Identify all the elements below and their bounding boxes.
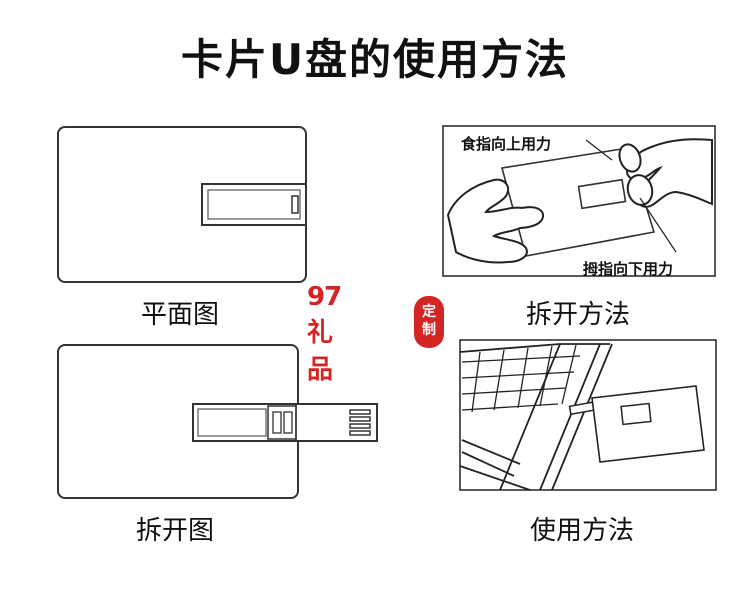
right-hand	[626, 138, 713, 208]
seal-char-1: 定	[422, 304, 436, 320]
card-outline-unfolded	[57, 344, 299, 499]
laptop-drawing	[459, 343, 613, 491]
usb-connector-extended	[192, 403, 378, 442]
usb-contacts	[349, 409, 371, 436]
plugged-card	[591, 385, 705, 463]
plan-view-caption: 平面图	[140, 300, 219, 330]
brand-logo-text: 97礼品	[307, 282, 342, 385]
left-hand	[446, 178, 531, 264]
held-card	[500, 147, 656, 257]
page-title: 卡片U盘的使用方法	[180, 35, 570, 84]
index-finger-callout: 食指向上用力	[461, 135, 552, 153]
usb-slot-plan	[201, 183, 307, 226]
usage-method-caption: 使用方法	[529, 516, 634, 546]
seal-char-2: 制	[422, 322, 436, 338]
card-outline-plan	[57, 126, 307, 283]
removal-method-caption: 拆开方法	[525, 300, 630, 330]
unfolded-view-caption: 拆开图	[135, 516, 214, 546]
laptop-demo-frame	[459, 339, 717, 491]
custom-seal: 定 制	[414, 296, 444, 348]
thumb-callout: 拇指向下用力	[583, 260, 674, 278]
